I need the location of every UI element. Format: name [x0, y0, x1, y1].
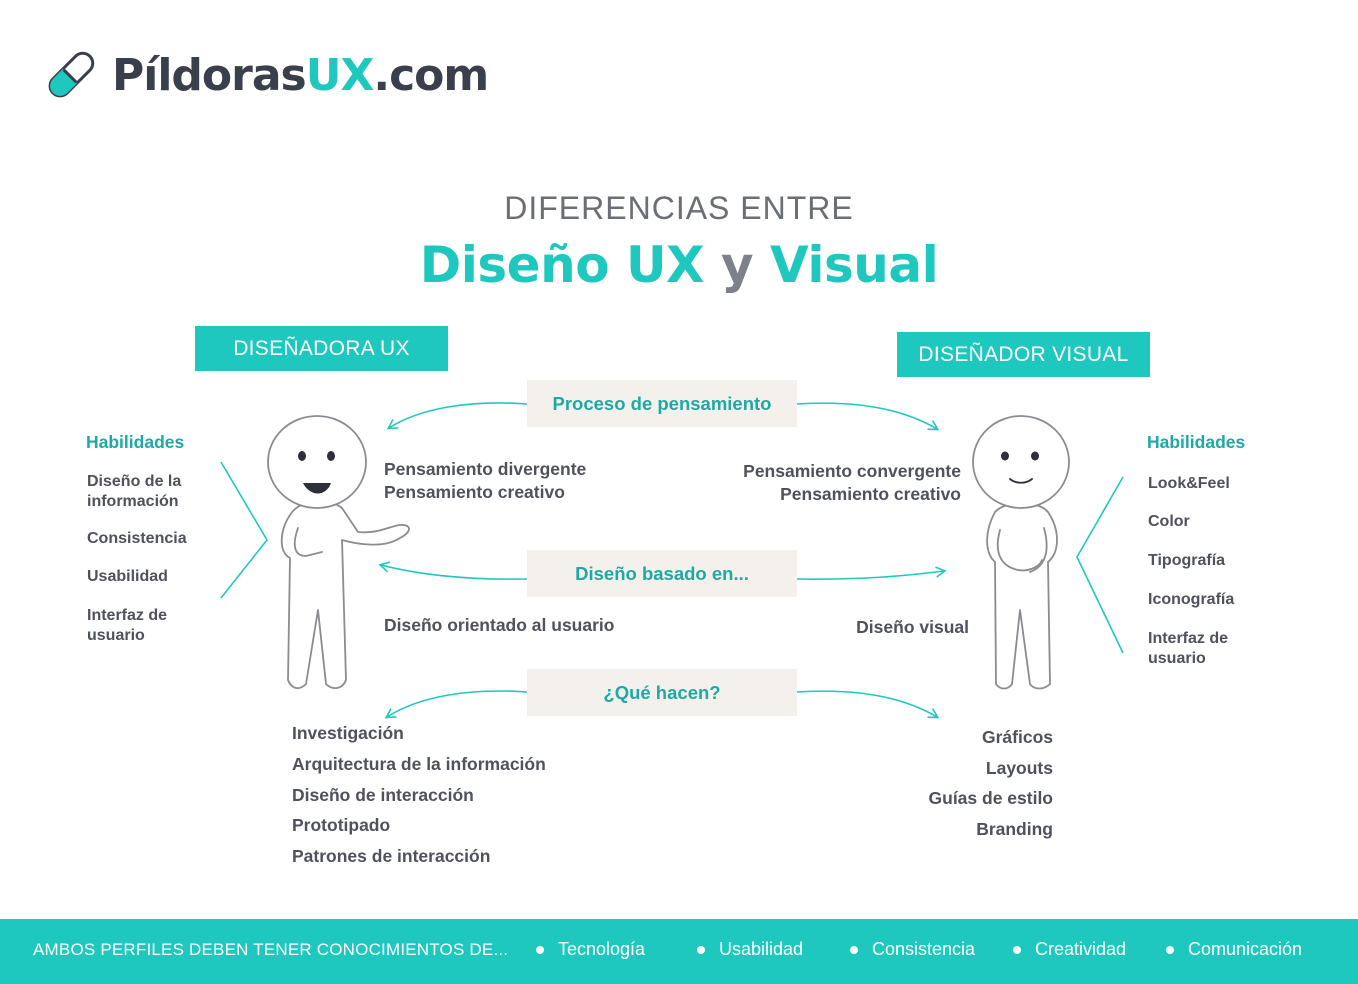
footer-item-label: Consistencia [872, 939, 976, 959]
badge-visual-designer: DISEÑADOR VISUAL [897, 332, 1150, 377]
badge-ux-designer: DISEÑADORA UX [195, 326, 448, 371]
ux-task: Diseño de interacción [292, 785, 474, 805]
footer-item-label: Usabilidad [719, 939, 804, 959]
arrow-right-thinking [796, 402, 940, 431]
footer-item: Comunicación [1166, 939, 1302, 960]
bullet-icon [536, 945, 544, 954]
ux-thinking-line: Pensamiento creativo [384, 482, 565, 502]
visual-task: Branding [976, 819, 1053, 839]
ux-task: Arquitectura de la información [292, 754, 546, 774]
ux-skill: Interfaz de usuario [87, 607, 168, 644]
arrow-right-tasks [796, 690, 940, 719]
visual-thinking: Pensamiento convergente Pensamiento crea… [700, 460, 961, 506]
arrow-left-basedon [378, 561, 528, 580]
logo[interactable]: PíldorasUX.com [40, 46, 489, 106]
bracket-right [1076, 476, 1124, 654]
ux-skill: Diseño de la información [87, 473, 182, 510]
footer-lead: AMBOS PERFILES DEBEN TENER CONOCIMIENTOS… [33, 940, 509, 959]
arrow-left-thinking [386, 402, 528, 430]
ux-skill: Consistencia [87, 530, 187, 547]
footer-item: Usabilidad [697, 939, 803, 960]
title-top: DIFERENCIAS ENTRE [504, 190, 854, 226]
visual-skill: Look&Feel [1148, 475, 1230, 492]
ux-task: Patrones de interacción [292, 846, 491, 866]
visual-skill: Interfaz de usuario [1148, 630, 1229, 667]
visual-skills-title: Habilidades [1147, 432, 1246, 452]
visual-designer-figure [972, 415, 1070, 690]
visual-task: Layouts [985, 758, 1053, 778]
arrow-left-tasks [384, 690, 528, 719]
footer-banner: AMBOS PERFILES DEBEN TENER CONOCIMIENTOS… [0, 919, 1358, 984]
ux-thinking: Pensamiento divergente Pensamiento creat… [384, 458, 586, 504]
footer-item: Consistencia [850, 939, 975, 960]
visual-skill: Color [1148, 513, 1190, 530]
visual-thinking-line: Pensamiento creativo [780, 484, 961, 504]
visual-skill: Tipografía [1148, 552, 1226, 569]
visual-task: Gráficos [982, 727, 1053, 747]
ux-designer-figure [267, 415, 410, 689]
visual-task: Guías de estilo [928, 788, 1053, 808]
logo-text-2: UX [305, 50, 375, 101]
ux-skill: Usabilidad [87, 568, 168, 585]
bullet-icon [1013, 945, 1021, 954]
visual-thinking-line: Pensamiento convergente [743, 461, 961, 481]
bullet-icon [1166, 945, 1174, 954]
visual-skill: Iconografía [1148, 591, 1235, 608]
title-main-1: Diseño UX [419, 236, 722, 294]
ux-task: Investigación [292, 723, 404, 743]
logo-text-3: .com [373, 50, 489, 101]
ux-thinking-line: Pensamiento divergente [384, 459, 587, 479]
category-tasks: ¿Qué hacen? [527, 669, 797, 716]
ux-skills-title: Habilidades [86, 432, 185, 452]
logo-wordmark: PíldorasUX.com [112, 54, 489, 98]
title-main: Diseño UX y Visual [0, 236, 1358, 294]
title-main-2: y [721, 236, 754, 294]
category-based-on: Diseño basado en... [527, 550, 797, 597]
logo-text-1: Píldoras [112, 50, 307, 101]
footer-item-label: Tecnología [558, 939, 646, 959]
ux-task: Prototipado [292, 815, 391, 835]
footer-item-label: Creatividad [1035, 939, 1127, 959]
bullet-icon [850, 945, 858, 954]
footer-item: Creatividad [1013, 939, 1126, 960]
ux-based-on: Diseño orientado al usuario [384, 615, 615, 635]
bullet-icon [697, 945, 705, 954]
arrow-right-basedon [796, 566, 947, 580]
title-main-3: Visual [753, 236, 939, 294]
footer-item: Tecnología [536, 939, 645, 960]
bracket-left [220, 461, 268, 599]
footer-item-label: Comunicación [1188, 939, 1303, 959]
category-thinking: Proceso de pensamiento [527, 380, 797, 427]
visual-based-on: Diseño visual [856, 617, 969, 637]
pill-icon [48, 51, 95, 98]
